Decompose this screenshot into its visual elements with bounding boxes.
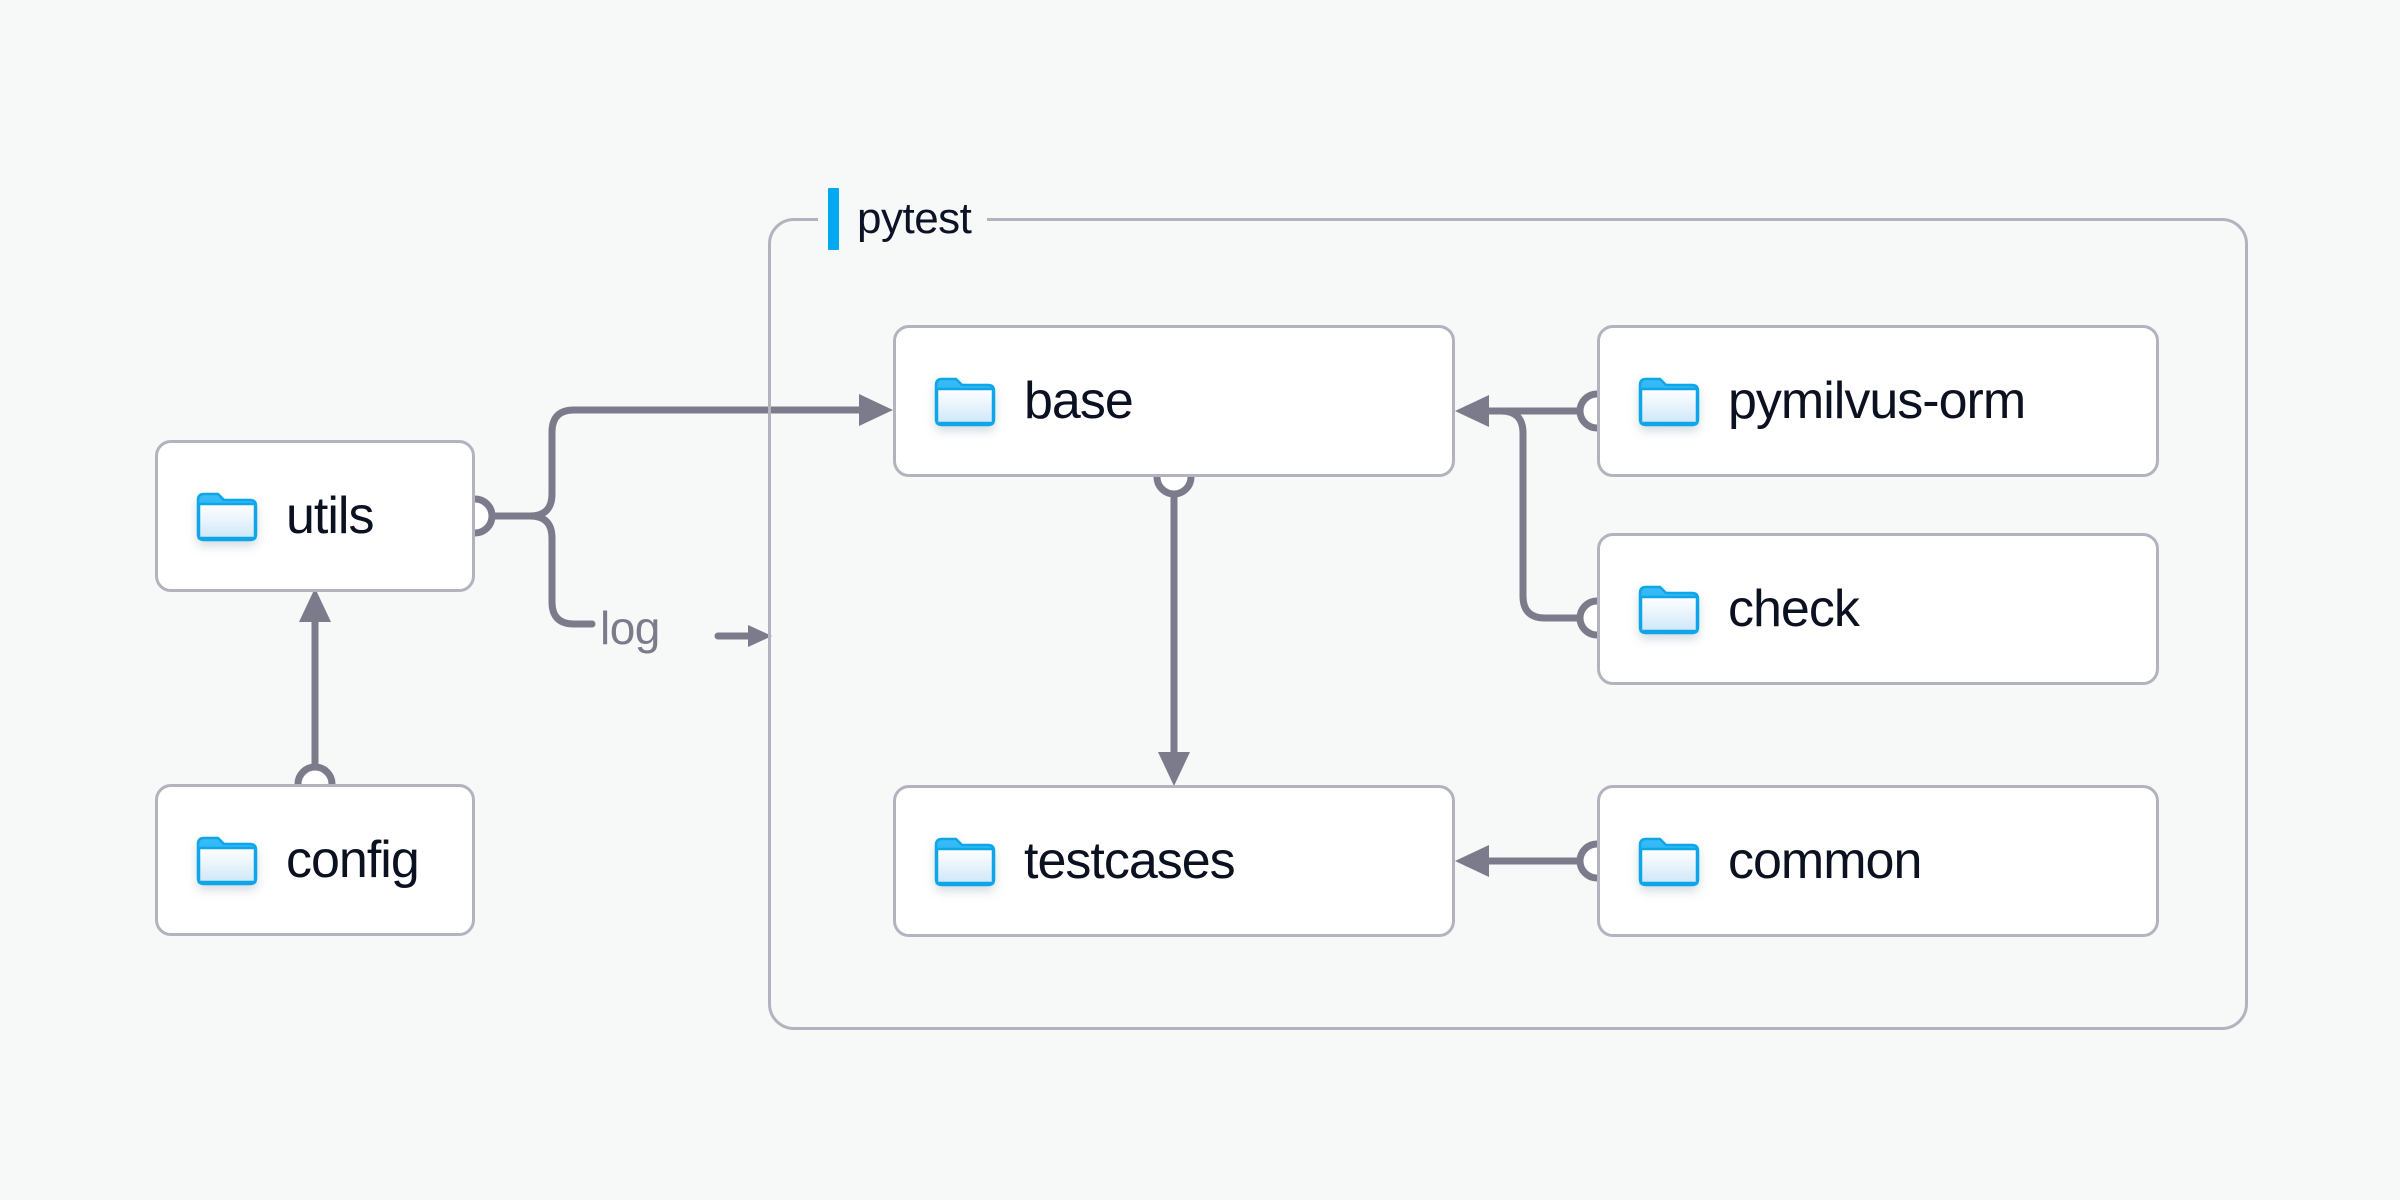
node-check[interactable]: check <box>1597 533 2159 685</box>
edge-utils-to-log <box>488 512 596 628</box>
log-arrow-icon <box>714 625 772 647</box>
node-config[interactable]: config <box>155 784 475 936</box>
node-testcases[interactable]: testcases <box>893 785 1455 937</box>
node-label: common <box>1728 832 1922 890</box>
node-base[interactable]: base <box>893 325 1455 477</box>
node-common[interactable]: common <box>1597 785 2159 937</box>
folder-icon <box>196 834 258 886</box>
folder-icon <box>934 375 996 427</box>
group-accent-bar <box>828 188 839 250</box>
pytest-group-container[interactable] <box>768 218 2248 1030</box>
pytest-group-label-wrap[interactable]: pytest <box>818 182 988 256</box>
node-label: base <box>1024 372 1134 430</box>
folder-icon <box>196 490 258 542</box>
node-utils[interactable]: utils <box>155 440 475 592</box>
node-label: utils <box>286 487 374 545</box>
edge-label-log: log <box>600 602 660 654</box>
edge-config-to-utils <box>294 588 336 805</box>
folder-icon <box>1638 835 1700 887</box>
node-label: testcases <box>1024 832 1236 890</box>
folder-icon <box>1638 375 1700 427</box>
folder-icon <box>934 835 996 887</box>
folder-icon <box>1638 583 1700 635</box>
node-label: pymilvus-orm <box>1728 372 2026 430</box>
node-label: check <box>1728 580 1860 638</box>
group-label-text: pytest <box>857 194 972 243</box>
node-pymilvus-orm[interactable]: pymilvus-orm <box>1597 325 2159 477</box>
node-label: config <box>286 831 420 889</box>
